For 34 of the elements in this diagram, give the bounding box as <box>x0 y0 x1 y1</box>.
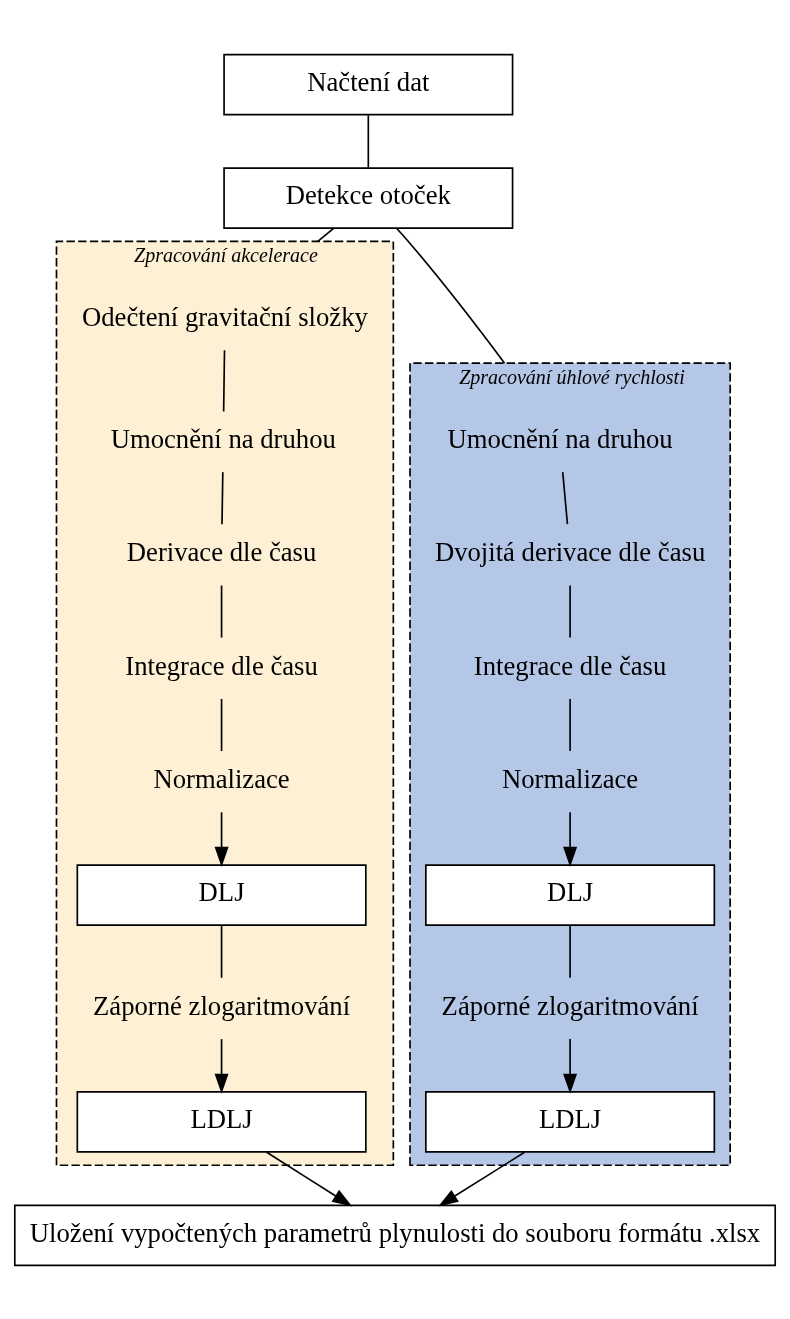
node-text: Záporné zlogaritmování <box>441 990 699 1021</box>
node-box: DLJ <box>76 863 367 926</box>
connector <box>220 697 223 752</box>
node-text: Záporné zlogaritmování <box>93 990 351 1021</box>
node-text: Normalizace <box>501 763 639 794</box>
arrow <box>438 1150 526 1206</box>
node-text: Odečtení gravitační složky <box>81 301 368 332</box>
connector <box>221 470 224 525</box>
node-text: Umocnění na druhou <box>447 423 673 454</box>
node-text: Integrace dle času <box>473 650 667 681</box>
node-text: Umocnění na druhou <box>110 423 336 454</box>
arrow <box>563 1037 578 1094</box>
arrow <box>214 1037 229 1094</box>
node-text: Dvojitá derivace dle času <box>434 536 706 567</box>
node-box: LDLJ <box>76 1090 367 1153</box>
connector <box>220 924 223 979</box>
arrow <box>563 811 578 867</box>
connector <box>220 584 223 638</box>
node-box: Načtení dat <box>223 53 514 116</box>
connector <box>569 584 571 638</box>
connector <box>569 924 571 979</box>
connector <box>367 113 370 168</box>
connector <box>222 348 226 412</box>
connector <box>561 470 569 525</box>
node-box: Uložení vypočtených parametrů plynulosti do souboru formátu .xlsx <box>13 1203 777 1266</box>
node-box: Detekce otoček <box>223 166 514 229</box>
node-box: LDLJ <box>425 1090 716 1153</box>
node-box: DLJ <box>425 863 716 926</box>
connector <box>317 227 335 242</box>
node-text: Integrace dle času <box>125 650 318 681</box>
node-text: Derivace dle času <box>126 536 317 567</box>
node-text: Normalizace <box>153 763 290 794</box>
connector <box>569 697 571 752</box>
arrow <box>214 811 229 867</box>
